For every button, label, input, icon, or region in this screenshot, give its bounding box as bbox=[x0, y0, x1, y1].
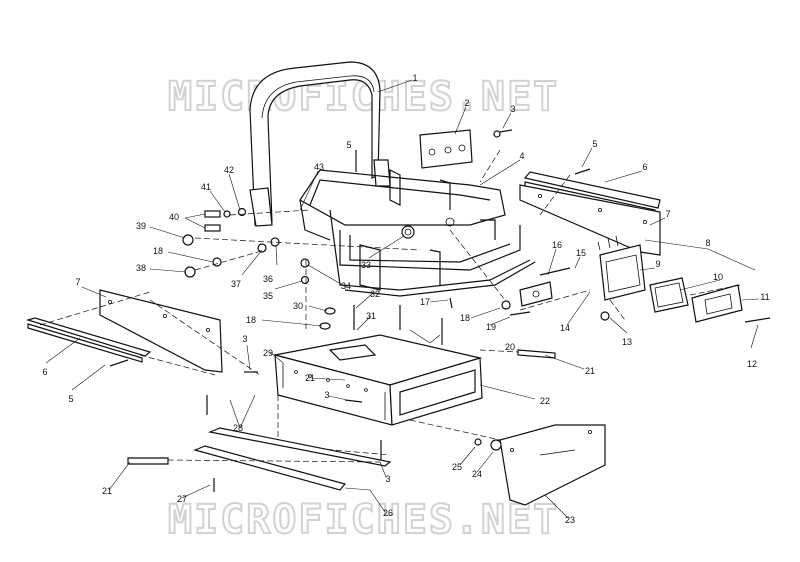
callout-16: 16 bbox=[552, 240, 562, 250]
callout-10: 10 bbox=[713, 272, 723, 282]
callout-14: 14 bbox=[560, 323, 570, 333]
callout-26: 26 bbox=[383, 508, 393, 518]
tail-light-gasket bbox=[649, 277, 689, 313]
callout-33: 33 bbox=[361, 260, 371, 270]
callout-35: 35 bbox=[263, 291, 273, 301]
callout-24: 24 bbox=[472, 469, 482, 479]
callout-17: 17 bbox=[420, 297, 430, 307]
callout-21: 21 bbox=[585, 366, 595, 376]
tail-light-screw bbox=[744, 317, 771, 323]
callout-23: 23 bbox=[565, 515, 575, 525]
callout-18: 18 bbox=[153, 246, 163, 256]
strip-20 bbox=[517, 349, 556, 359]
callout-28: 28 bbox=[233, 423, 243, 433]
rail-left bbox=[25, 317, 152, 363]
tail-panel bbox=[499, 424, 606, 506]
callout-3: 3 bbox=[510, 104, 515, 114]
callout-43: 43 bbox=[314, 162, 324, 172]
callout-2: 2 bbox=[464, 98, 469, 108]
callout-25: 25 bbox=[452, 462, 462, 472]
tail-light-lens bbox=[691, 284, 743, 323]
bracket bbox=[419, 129, 473, 169]
callout-12: 12 bbox=[747, 359, 757, 369]
watermark-bottom: MICROFICHES.NET bbox=[168, 497, 559, 543]
callout-40: 40 bbox=[169, 212, 179, 222]
callout-31: 31 bbox=[366, 311, 376, 321]
callout-27: 27 bbox=[177, 494, 187, 504]
callout-42: 42 bbox=[224, 165, 234, 175]
callout-41: 41 bbox=[201, 182, 211, 192]
callout-3: 3 bbox=[242, 334, 247, 344]
callout-7: 7 bbox=[665, 209, 670, 219]
callout-5: 5 bbox=[346, 140, 351, 150]
callout-13: 13 bbox=[622, 337, 632, 347]
callout-36: 36 bbox=[263, 274, 273, 284]
callout-9: 9 bbox=[655, 259, 660, 269]
sill-strip-lower bbox=[193, 445, 347, 491]
callout-18: 18 bbox=[246, 315, 256, 325]
callout-4: 4 bbox=[519, 151, 524, 161]
callout-3: 3 bbox=[385, 474, 390, 484]
callout-39: 39 bbox=[136, 221, 146, 231]
callout-29: 29 bbox=[263, 348, 273, 358]
panel-right bbox=[519, 184, 661, 256]
callout-6: 6 bbox=[42, 367, 47, 377]
callout-22: 22 bbox=[540, 396, 550, 406]
callout-38: 38 bbox=[136, 263, 146, 273]
callout-21: 21 bbox=[305, 373, 315, 383]
callout-11: 11 bbox=[760, 292, 769, 302]
callout-21: 21 bbox=[102, 486, 112, 496]
leader-lines bbox=[45, 79, 760, 519]
callout-5: 5 bbox=[68, 394, 73, 404]
callout-32: 32 bbox=[370, 289, 380, 299]
callout-3: 3 bbox=[324, 390, 329, 400]
sill-strip-upper bbox=[207, 427, 392, 467]
callout-8: 8 bbox=[705, 238, 710, 248]
callout-15: 15 bbox=[576, 248, 586, 258]
assembly-lines bbox=[39, 149, 741, 463]
callout-1: 1 bbox=[412, 73, 417, 83]
callout-6: 6 bbox=[642, 162, 647, 172]
cargo-box bbox=[274, 334, 483, 456]
seat-frame bbox=[299, 169, 536, 297]
callout-18: 18 bbox=[460, 313, 470, 323]
tail-light-housing bbox=[597, 235, 646, 301]
callout-30: 30 bbox=[293, 301, 303, 311]
callout-5: 5 bbox=[592, 139, 597, 149]
callout-34: 34 bbox=[341, 281, 351, 291]
callout-20: 20 bbox=[505, 342, 515, 352]
panel-left bbox=[99, 289, 223, 373]
tail-light-bulb bbox=[600, 311, 610, 321]
callout-19: 19 bbox=[486, 322, 496, 332]
strip-21-left bbox=[127, 457, 169, 465]
callout-labels: 1 2 3 4 5 5 6 7 8 9 10 11 12 13 14 15 16… bbox=[42, 73, 769, 525]
callout-37: 37 bbox=[231, 279, 241, 289]
callout-7: 7 bbox=[75, 277, 80, 287]
lower-bracket bbox=[519, 267, 571, 307]
